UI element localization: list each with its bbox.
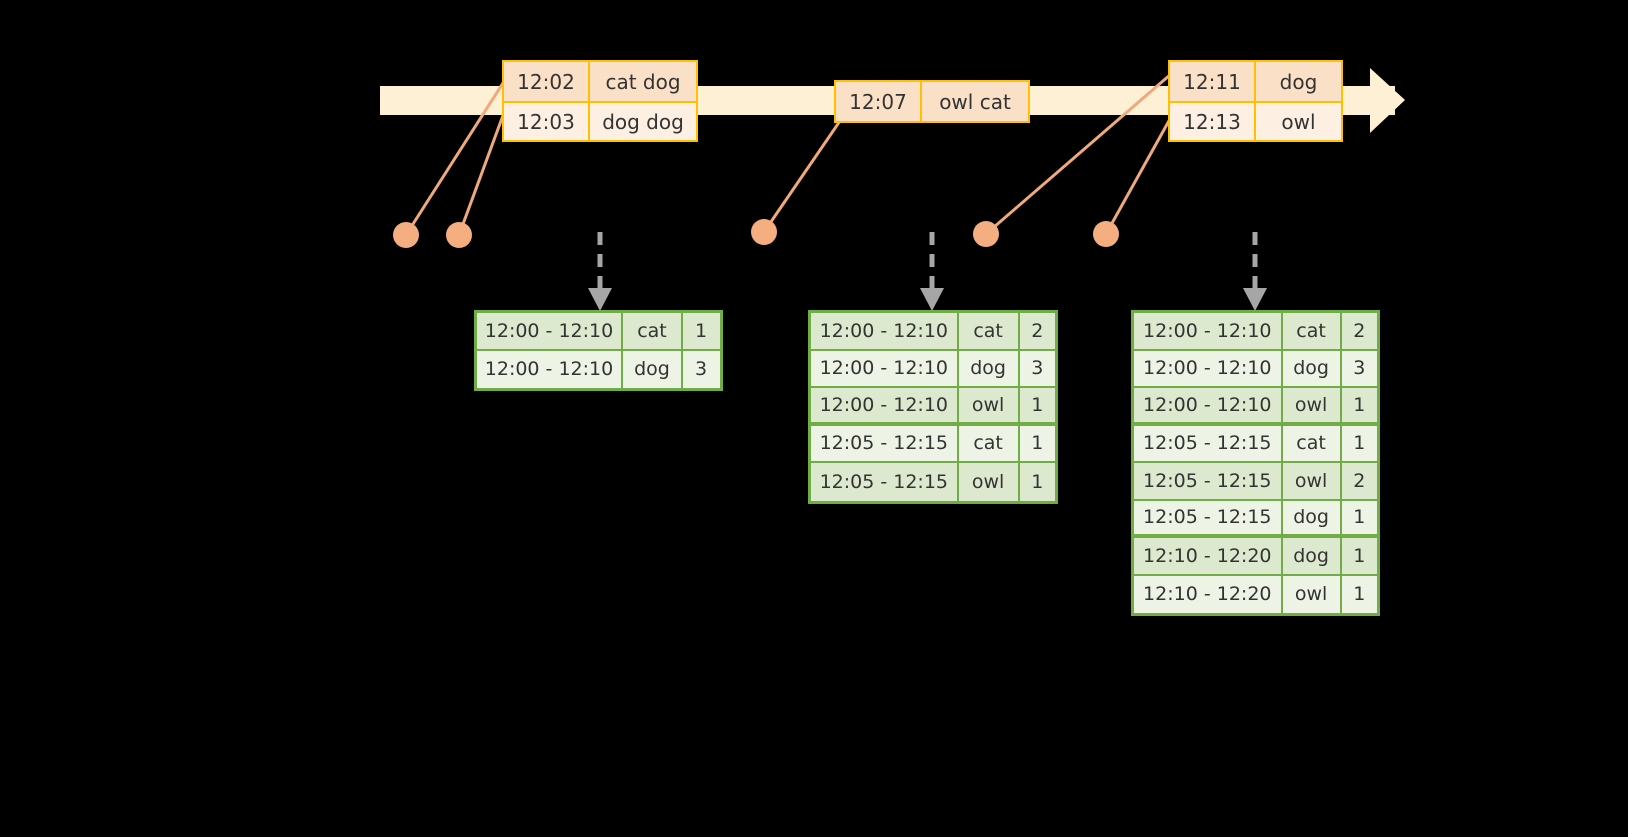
- event-row[interactable]: 12:07 owl cat: [836, 82, 1028, 121]
- cell-window: 12:10 - 12:20: [1134, 538, 1283, 574]
- cell-word: dog: [1283, 350, 1342, 386]
- cell-word: cat: [1283, 313, 1342, 349]
- event-words: owl: [1281, 109, 1316, 134]
- cell-word: cat: [959, 425, 1020, 461]
- cell-count: 1: [1353, 506, 1366, 529]
- event-time: 12:11: [1170, 62, 1256, 101]
- cell-word: owl: [959, 463, 1020, 501]
- event-row[interactable]: 12:13 owl: [1170, 101, 1341, 140]
- cell-window: 12:00 - 12:10: [1134, 388, 1283, 422]
- event-box-3[interactable]: 12:11 dog 12:13 owl: [1168, 60, 1343, 142]
- cell-window: 12:00 - 12:10: [1134, 350, 1283, 386]
- event-row[interactable]: 12:02 cat dog: [504, 62, 696, 101]
- event-marker-3: [751, 219, 777, 245]
- event-words: dog dog: [602, 109, 684, 134]
- cell-count: 2: [1031, 319, 1044, 342]
- cell-window: 12:05 - 12:15: [811, 425, 959, 461]
- cell-count: 1: [1353, 583, 1366, 606]
- cell-count: 1: [1031, 393, 1044, 416]
- event-marker-1: [393, 222, 419, 248]
- cell-word: dog: [1283, 500, 1342, 534]
- event-words: owl cat: [939, 89, 1011, 114]
- emit-arrow-3-head: [1243, 288, 1267, 311]
- cell-window: 12:00 - 12:10: [1134, 313, 1283, 349]
- event-dots-group: [393, 219, 1119, 248]
- event-time: 12:13: [1170, 103, 1256, 140]
- event-marker-5: [1093, 221, 1119, 247]
- cell-window: 12:05 - 12:15: [811, 463, 959, 501]
- event-marker-2: [446, 222, 472, 248]
- cell-count: 1: [694, 319, 708, 342]
- cell-word: cat: [623, 313, 683, 349]
- cell-word: cat: [1283, 425, 1342, 461]
- cell-word: owl: [959, 388, 1020, 422]
- cell-window: 12:05 - 12:15: [1134, 425, 1283, 461]
- event-marker-4: [973, 221, 999, 247]
- cell-count: 3: [1353, 357, 1366, 380]
- cell-count: 1: [1031, 432, 1044, 455]
- cell-count: 1: [1031, 470, 1044, 493]
- event-time: 12:02: [504, 62, 590, 101]
- event-row[interactable]: 12:11 dog: [1170, 62, 1341, 101]
- emit-arrows-group: [588, 232, 1267, 311]
- cell-window: 12:00 - 12:10: [811, 313, 959, 349]
- event-words: dog: [1279, 69, 1318, 94]
- cell-word: owl: [1283, 575, 1342, 613]
- event-box-1[interactable]: 12:02 cat dog 12:03 dog dog: [502, 60, 698, 142]
- cell-count: 3: [694, 358, 708, 381]
- cell-count: 1: [1353, 432, 1366, 455]
- event-time: 12:07: [836, 82, 922, 121]
- cell-window: 12:05 - 12:15: [1134, 500, 1283, 534]
- event-words: cat dog: [605, 69, 681, 94]
- event-row[interactable]: 12:03 dog dog: [504, 101, 696, 140]
- cell-window: 12:10 - 12:20: [1134, 575, 1283, 613]
- cell-count: 2: [1353, 469, 1366, 492]
- cell-window: 12:00 - 12:10: [477, 350, 623, 388]
- emit-arrow-1-head: [588, 288, 612, 311]
- cell-count: 2: [1353, 319, 1366, 342]
- event-time: 12:03: [504, 103, 590, 140]
- cell-word: owl: [1283, 463, 1342, 499]
- cell-count: 1: [1353, 393, 1366, 416]
- cell-window: 12:00 - 12:10: [477, 313, 623, 349]
- cell-word: dog: [959, 350, 1020, 386]
- cell-word: owl: [1283, 388, 1342, 422]
- cell-window: 12:00 - 12:10: [811, 388, 959, 422]
- cell-word: cat: [959, 313, 1020, 349]
- cell-window: 12:00 - 12:10: [811, 350, 959, 386]
- cell-word: dog: [1283, 538, 1342, 574]
- event-box-2[interactable]: 12:07 owl cat: [834, 80, 1030, 123]
- emit-arrow-2-head: [920, 288, 944, 311]
- cell-count: 3: [1031, 357, 1044, 380]
- timeline-arrow-head: [1370, 68, 1405, 133]
- cell-count: 1: [1353, 544, 1366, 567]
- cell-word: dog: [623, 350, 683, 388]
- cell-window: 12:05 - 12:15: [1134, 463, 1283, 499]
